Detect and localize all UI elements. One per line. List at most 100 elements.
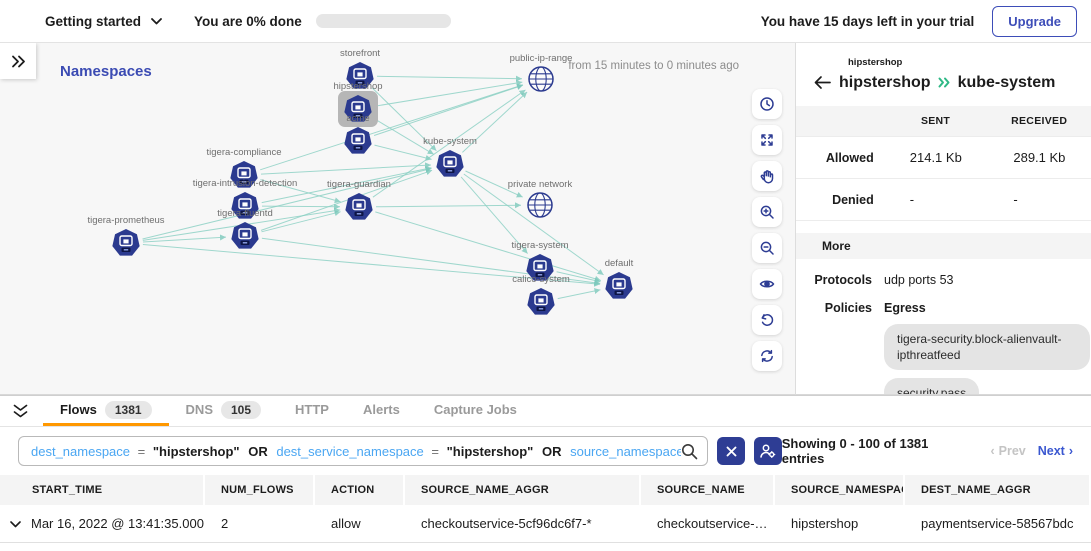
graph-node-label: public-ip-range (510, 53, 573, 64)
double-chevron-right-icon (11, 55, 26, 68)
graph-toolbar (752, 89, 782, 371)
tab-alerts[interactable]: Alerts (346, 396, 417, 426)
graph-node-private-network[interactable]: private network (508, 179, 573, 217)
tab-label: HTTP (295, 402, 329, 417)
history-icon (759, 96, 775, 112)
next-page-button[interactable]: Next› (1038, 444, 1073, 458)
cell-action: allow (315, 505, 405, 542)
zoom-in-button[interactable] (752, 197, 782, 227)
graph-node-label: storefront (340, 48, 380, 59)
policies-label: Policies (796, 301, 884, 395)
allowed-received-value: 289.1 Kb (987, 137, 1091, 179)
top-bar: Getting started You are 0% done You have… (0, 0, 1091, 42)
column-header-dest_name_aggr[interactable]: DEST_NAME_AGGR (905, 475, 1091, 505)
column-header-start_time[interactable]: START_TIME (0, 475, 205, 505)
tab-http[interactable]: HTTP (278, 396, 346, 426)
visibility-button[interactable] (752, 269, 782, 299)
query-input[interactable]: dest_namespace = "hipstershop" OR dest_s… (18, 436, 708, 466)
getting-started-menu[interactable]: Getting started (45, 14, 162, 29)
column-header-source_name_aggr[interactable]: SOURCE_NAME_AGGR (405, 475, 641, 505)
graph-edge (375, 145, 432, 159)
query-text: dest_namespace = "hipstershop" OR dest_s… (31, 444, 681, 459)
allowed-sent-value: 214.1 Kb (884, 137, 988, 179)
detail-title: hipstershop kube-system (839, 74, 1055, 92)
tab-label: DNS (186, 402, 213, 417)
denied-received-value: - (987, 179, 1091, 221)
pan-icon (759, 168, 775, 184)
progress-bar (316, 14, 451, 28)
query-token-value: "hipstershop" (153, 444, 240, 459)
column-header-action[interactable]: ACTION (315, 475, 405, 505)
column-header-source_name[interactable]: SOURCE_NAME (641, 475, 775, 505)
namespace-graph[interactable]: storefront public-ip-range hipstershop a… (0, 43, 795, 395)
double-chevron-down-icon (12, 404, 29, 419)
prev-page-button[interactable]: ‹Prev (990, 444, 1025, 458)
graph-node-label: acme (346, 113, 369, 124)
chevron-left-icon: ‹ (990, 444, 994, 458)
query-token-value: "hipstershop" (447, 444, 534, 459)
visibility-icon (759, 276, 775, 292)
column-header-num_flows[interactable]: NUM_FLOWS (205, 475, 315, 505)
query-token-op: = (138, 444, 146, 459)
cell-source_name_aggr: checkoutservice-5cf96dc6f7-* (405, 505, 641, 542)
graph-node-public-ip-range[interactable]: public-ip-range (510, 53, 573, 91)
upgrade-button[interactable]: Upgrade (992, 6, 1077, 37)
query-token-field: source_namespace (570, 444, 681, 459)
query-token-kw: OR (248, 444, 268, 459)
search-icon (681, 443, 698, 460)
expand-row-chevron-icon[interactable] (10, 516, 21, 531)
graph-edge (377, 76, 522, 78)
graph-node-label: tigera-intrusion-detection (193, 178, 298, 189)
graph-node-default[interactable]: default (605, 258, 634, 299)
tab-label: Capture Jobs (434, 402, 517, 417)
graph-node-label: tigera-prometheus (87, 215, 164, 226)
graph-node-label: calico-system (512, 274, 570, 285)
cell-dest_name_aggr: paymentservice-58567bdc (905, 505, 1091, 542)
graph-node-calico-system[interactable]: calico-system (512, 274, 570, 315)
graph-node-label: tigera-compliance (207, 147, 282, 158)
graph-node-tigera-prometheus[interactable]: tigera-prometheus (87, 215, 164, 256)
back-button[interactable] (810, 71, 839, 94)
tab-label: Alerts (363, 402, 400, 417)
policy-tag[interactable]: security.pass (884, 378, 979, 395)
cell-source_namespace: hipstershop (775, 505, 905, 542)
user-settings-button[interactable] (754, 437, 782, 465)
flows-table-header: START_TIMENUM_FLOWSACTIONSOURCE_NAME_AGG… (0, 475, 1091, 505)
zoom-out-button[interactable] (752, 233, 782, 263)
cell-start_time: Mar 16, 2022 @ 13:41:35.000 (0, 505, 205, 542)
undo-button[interactable] (752, 305, 782, 335)
collapse-panel-button[interactable] (12, 396, 29, 426)
sent-column-header: SENT (884, 106, 988, 137)
graph-node-label: default (605, 258, 634, 269)
tab-count-badge: 1381 (105, 401, 152, 419)
tab-dns[interactable]: DNS 105 (169, 396, 278, 426)
history-button[interactable] (752, 89, 782, 119)
graph-panel: Namespaces from 15 minutes to 0 minutes … (0, 43, 795, 395)
tab-count-badge: 105 (221, 401, 261, 419)
user-gear-icon (759, 443, 776, 459)
tab-flows[interactable]: Flows1381 (43, 396, 169, 426)
query-token-field: dest_service_namespace (276, 444, 423, 459)
graph-node-label: hipstershop (333, 81, 382, 92)
tab-list: Flows1381 DNS 105 HTTP Alerts Capture Jobs (43, 396, 534, 426)
pan-button[interactable] (752, 161, 782, 191)
query-token-field: dest_namespace (31, 444, 130, 459)
more-section-header[interactable]: More (796, 233, 1091, 259)
graph-node-tigera-fluentd[interactable]: tigera-fluentd (217, 208, 272, 249)
graph-edge (374, 85, 523, 135)
expand-sidebar-button[interactable] (0, 43, 36, 79)
clear-query-button[interactable] (717, 437, 745, 465)
refresh-button[interactable] (752, 341, 782, 371)
chevron-right-icon: › (1069, 444, 1073, 458)
detail-title-dest: kube-system (958, 74, 1056, 92)
column-header-source_namespace[interactable]: SOURCE_NAMESPACE (775, 475, 905, 505)
graph-node-acme[interactable]: acme (344, 113, 371, 154)
graph-edge (143, 237, 226, 242)
tab-capture-jobs[interactable]: Capture Jobs (417, 396, 534, 426)
graph-edge (558, 290, 601, 299)
double-chevron-right-green-icon (938, 77, 951, 88)
flows-table-body: Mar 16, 2022 @ 13:41:35.0002allowcheckou… (0, 505, 1091, 543)
fit-screen-button[interactable] (752, 125, 782, 155)
policy-tag[interactable]: tigera-security.block-alienvault-ipthrea… (884, 324, 1090, 370)
